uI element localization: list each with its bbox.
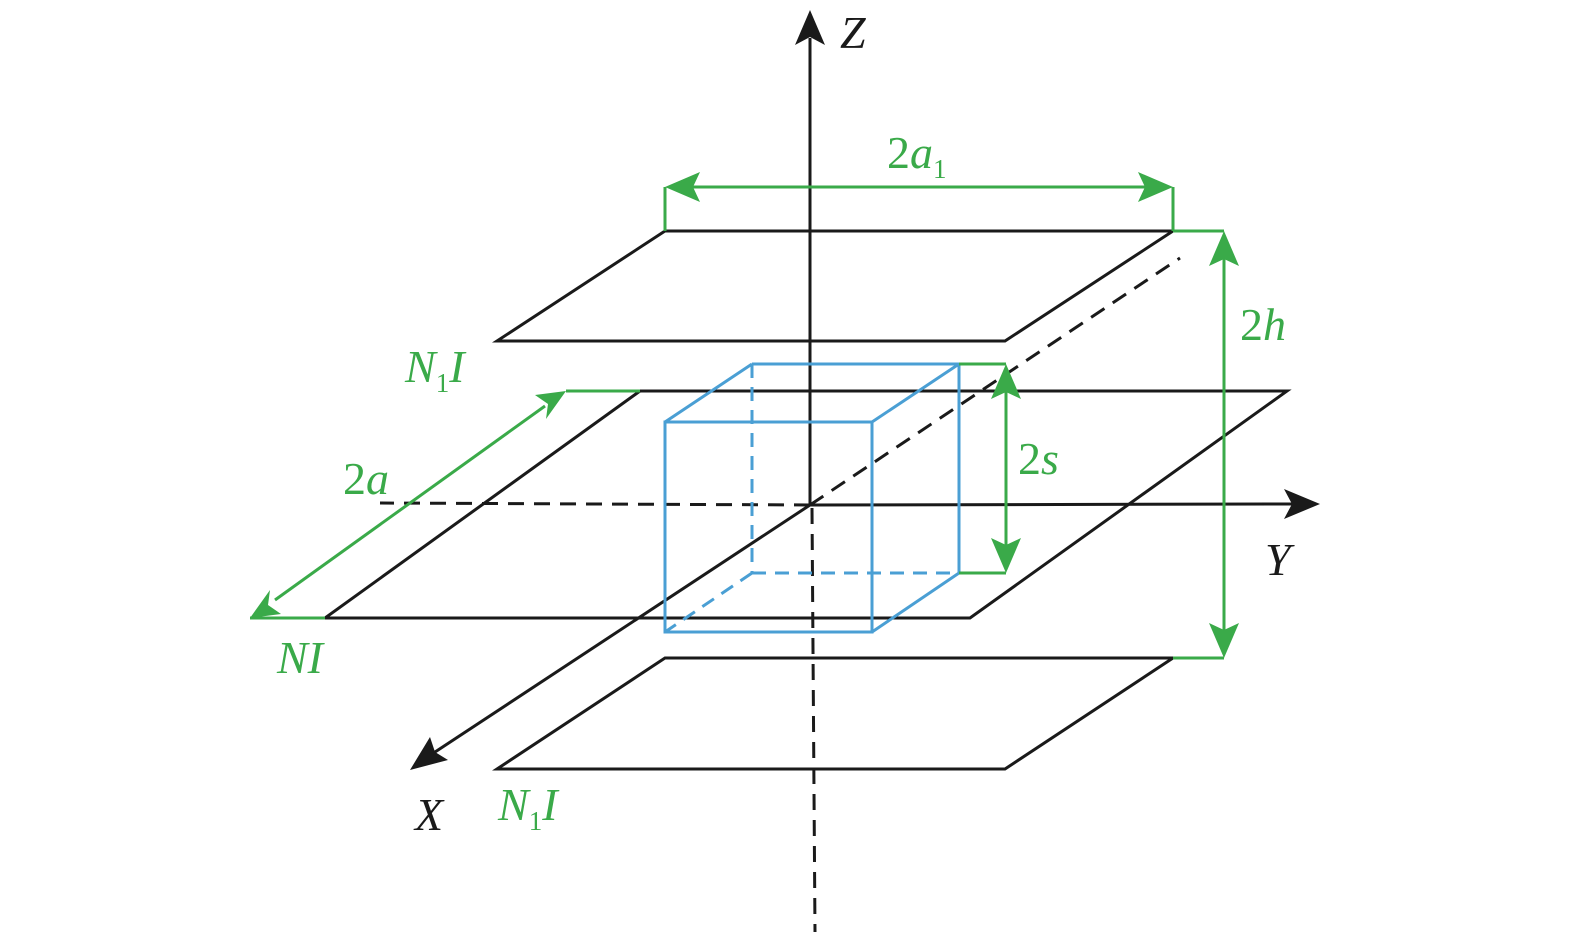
bottom-coil-current-label: N1I	[497, 779, 560, 836]
y-axis-dashed	[379, 501, 811, 507]
coils	[320, 229, 1292, 771]
height-arrow-top	[1209, 231, 1239, 266]
cube-edge	[871, 362, 960, 424]
cube-dim-arrow-top	[991, 364, 1021, 399]
middle-coil	[320, 389, 1292, 620]
middle-coil-current-label: NI	[276, 632, 326, 683]
top-width-arrow-left	[665, 172, 700, 202]
y-axis-arrowhead	[1284, 489, 1320, 519]
z-axis-arrowhead	[795, 10, 825, 45]
top-width-label: 2a1	[887, 127, 947, 184]
z-axis-label: Z	[840, 7, 866, 58]
top-coil-current-label: N1I	[404, 341, 467, 398]
cube-side-label: 2s	[1018, 433, 1059, 484]
cube-edge	[664, 362, 753, 424]
middle-width-arrow-top	[535, 391, 566, 419]
x-axis-arrowhead	[410, 737, 448, 770]
middle-width-label: 2a	[343, 453, 389, 504]
y-axis	[809, 502, 1293, 507]
labels: Z Y X 2a1 2h 2s 2a N1I NI N1I	[276, 7, 1295, 840]
x-axis	[431, 503, 811, 756]
cube-hidden-edge	[664, 571, 753, 634]
bottom-coil	[492, 656, 1178, 771]
y-axis-label: Y	[1265, 534, 1295, 585]
height-arrow-bottom	[1209, 623, 1239, 658]
x-axis-label: X	[413, 789, 445, 840]
cube-edge	[871, 571, 960, 634]
z-axis-dashed	[810, 507, 817, 933]
middle-width-arrow-bottom	[250, 590, 281, 618]
dimension-lines	[250, 172, 1239, 660]
half-gap-label: 2h	[1240, 299, 1286, 350]
top-coil	[491, 229, 1179, 343]
x-axis-dashed	[809, 256, 1181, 507]
cube-front-face	[663, 420, 874, 634]
cube-dim-arrow-bottom	[991, 538, 1021, 573]
middle-width-line	[274, 404, 546, 602]
cube	[663, 362, 961, 634]
axes	[379, 10, 1320, 933]
top-width-arrow-right	[1138, 172, 1173, 202]
